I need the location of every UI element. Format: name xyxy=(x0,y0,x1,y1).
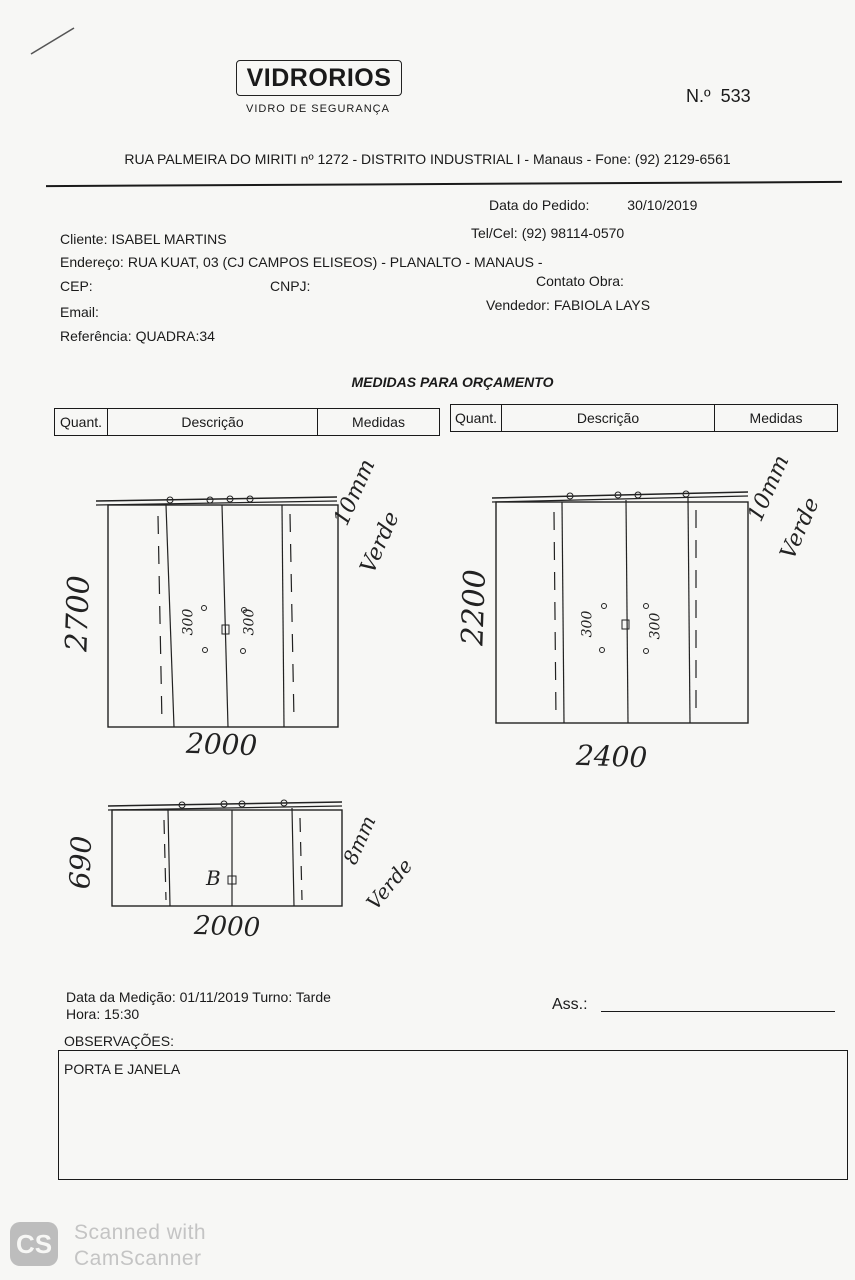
client-field: Cliente:ISABEL MARTINS xyxy=(60,231,227,247)
sketch1-hole-a: 300 xyxy=(180,608,197,636)
client-value: ISABEL MARTINS xyxy=(111,231,227,247)
sketch1-width: 2000 xyxy=(185,726,258,763)
col-quant: Quant. xyxy=(55,409,108,435)
phone-field: Tel/Cel:(92) 98114-0570 xyxy=(471,225,624,241)
sketch2-hole-b: 300 xyxy=(647,612,664,640)
sketch3-spec-color: Verde xyxy=(361,853,418,915)
sketch3-width: 2000 xyxy=(193,910,261,944)
measure-time: Hora: 15:30 xyxy=(66,1006,140,1022)
sketch-window-3 xyxy=(107,799,343,907)
reference-label: Referência: xyxy=(60,328,132,344)
watermark-line1: Scanned with xyxy=(74,1221,207,1244)
measures-header-left: Quant. Descrição Medidas xyxy=(54,408,440,436)
notes-box xyxy=(58,1050,848,1180)
document-number: N.º 533 xyxy=(686,86,751,107)
sketch3-height: 690 xyxy=(63,835,99,890)
sketch-window-1 xyxy=(95,495,339,728)
col-description: Descrição xyxy=(502,405,715,431)
header-divider xyxy=(46,180,842,188)
sketch2-width: 2400 xyxy=(575,738,648,775)
client-label: Cliente: xyxy=(60,231,108,247)
document-number-label: N.º xyxy=(686,86,711,106)
sketch1-spec-color: Verde xyxy=(355,507,405,578)
company-tagline: VIDRO DE SEGURANÇA xyxy=(246,103,390,115)
col-measures: Medidas xyxy=(352,414,405,430)
col-quant: Quant. xyxy=(451,405,502,431)
order-date-value: 30/10/2019 xyxy=(627,197,698,213)
sketch1-hole-b: 300 xyxy=(241,608,258,636)
cnpj-label: CNPJ: xyxy=(270,278,311,294)
sketch2-spec-color: Verde xyxy=(775,493,825,564)
measure-date: Data da Medição: 01/11/2019 Turno: Tarde xyxy=(66,989,331,1005)
camscanner-logo-icon: CS xyxy=(10,1222,58,1266)
company-logo: VIDRORIOS xyxy=(236,60,402,96)
sketch3-mark: B xyxy=(206,866,221,890)
cep-label: CEP: xyxy=(60,278,93,294)
address-value: RUA KUAT, 03 (CJ CAMPOS ELISEOS) - PLANA… xyxy=(127,254,543,270)
notes-value: PORTA E JANELA xyxy=(64,1061,181,1077)
reference-value: QUADRA:34 xyxy=(135,328,215,344)
col-measures: Medidas xyxy=(749,410,803,426)
col-description: Descrição xyxy=(108,409,318,435)
signature-label: Ass.: xyxy=(552,996,588,1013)
seller-field: Vendedor:FABIOLA LAYS xyxy=(486,297,650,313)
email-label: Email: xyxy=(60,304,99,320)
measures-title: MEDIDAS PARA ORÇAMENTO xyxy=(351,374,554,390)
measures-header-right: Quant. Descrição Medidas xyxy=(450,404,838,432)
address-label: Endereço: xyxy=(60,254,124,270)
address-field: Endereço:RUA KUAT, 03 (CJ CAMPOS ELISEOS… xyxy=(60,254,542,270)
signature-line xyxy=(601,1011,835,1013)
company-address: RUA PALMEIRA DO MIRITI nº 1272 - DISTRIT… xyxy=(124,151,731,167)
camscanner-watermark: Scanned with CamScanner xyxy=(74,1220,206,1272)
pen-mark xyxy=(30,27,75,55)
sketch2-height: 2200 xyxy=(455,568,494,647)
sketch2-hole-a: 300 xyxy=(579,610,596,638)
sketch1-height: 2700 xyxy=(59,574,98,653)
order-date-label: Data do Pedido: xyxy=(489,197,590,213)
phone-value: (92) 98114-0570 xyxy=(521,225,625,241)
watermark-line2: CamScanner xyxy=(74,1247,202,1270)
seller-label: Vendedor: xyxy=(486,297,550,313)
reference-field: Referência:QUADRA:34 xyxy=(60,328,215,344)
contact-label: Contato Obra: xyxy=(536,273,624,289)
document-number-value: 533 xyxy=(720,86,751,106)
seller-value: FABIOLA LAYS xyxy=(553,297,651,313)
notes-label: OBSERVAÇÕES: xyxy=(64,1033,174,1049)
order-date-field: Data do Pedido: 30/10/2019 xyxy=(489,197,697,213)
sketch-window-2 xyxy=(491,490,749,724)
phone-label: Tel/Cel: xyxy=(471,225,518,241)
